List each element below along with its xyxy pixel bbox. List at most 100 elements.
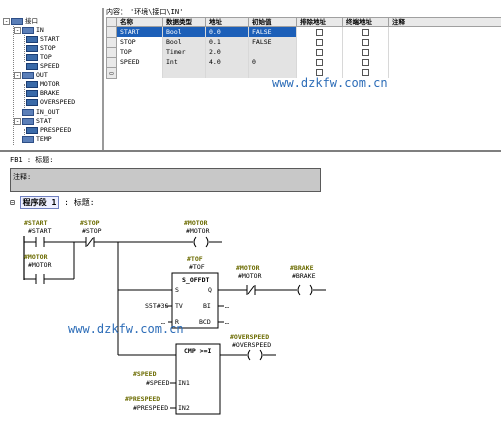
tof-name: #TOF xyxy=(189,263,205,271)
collapse-icon[interactable]: - xyxy=(14,117,21,125)
timer-title: S_OFFDT xyxy=(182,276,209,284)
stop-nc-contact[interactable] xyxy=(85,237,95,247)
motor-nc-contact[interactable] xyxy=(246,285,256,295)
exclude-address-checkbox[interactable] xyxy=(316,69,323,76)
tree-node-out[interactable]: -OUT xyxy=(14,71,48,79)
timer-bi-output[interactable]: … xyxy=(225,302,229,310)
tree-item-start[interactable]: START xyxy=(26,35,60,44)
table-cell[interactable]: 0 xyxy=(248,57,297,67)
col-header-name[interactable]: 名称 xyxy=(116,17,163,27)
motor-seal-contact[interactable] xyxy=(35,274,45,284)
table-cell[interactable] xyxy=(116,67,163,78)
table-cell[interactable]: 4.0 xyxy=(205,57,249,67)
table-cell[interactable]: TOP xyxy=(116,47,163,57)
tree-item-motor[interactable]: MOTOR xyxy=(26,80,60,89)
col-header-type[interactable]: 数据类型 xyxy=(162,17,206,27)
col-header-address[interactable]: 地址 xyxy=(205,17,249,27)
tree-item-top[interactable]: TOP xyxy=(26,53,52,62)
table-cell[interactable]: Timer xyxy=(162,47,206,57)
timer-bcd-output[interactable]: … xyxy=(225,318,229,326)
col-header-initial[interactable]: 初始值 xyxy=(248,17,297,27)
table-cell[interactable] xyxy=(248,47,297,57)
table-cell[interactable]: SPEED xyxy=(116,57,163,67)
table-cell[interactable]: FALSE xyxy=(248,26,297,37)
cmp-ge-int-block[interactable] xyxy=(175,343,221,415)
speed-address: #SPEED xyxy=(133,370,157,378)
folder-icon xyxy=(22,26,34,34)
col-header-terminal[interactable]: 终端地址 xyxy=(342,17,389,27)
terminal-address-checkbox[interactable] xyxy=(362,28,369,36)
table-cell[interactable]: STOP xyxy=(116,37,163,47)
content-path: 内容：'环境\接口\IN' xyxy=(106,8,184,16)
collapse-icon[interactable]: - xyxy=(3,17,10,25)
timer-preset-value[interactable]: S5T#3S xyxy=(145,302,169,310)
row-marker xyxy=(106,46,117,58)
tree-node-temp[interactable]: TEMP xyxy=(14,135,52,144)
block-title[interactable]: FB1 : 标题: xyxy=(10,156,54,164)
comment-cell[interactable] xyxy=(388,67,501,78)
comment-cell[interactable] xyxy=(388,47,501,57)
table-cell[interactable]: FALSE xyxy=(248,37,297,47)
timer-reset-input[interactable]: … xyxy=(161,318,165,326)
exclude-address-checkbox[interactable] xyxy=(316,28,323,36)
terminal-address-checkbox[interactable] xyxy=(362,58,369,66)
comment-cell[interactable] xyxy=(388,57,501,67)
tree-item-prespeed[interactable]: PRESPEED xyxy=(26,126,71,135)
prespeed-operand[interactable]: #PRESPEED xyxy=(133,404,168,412)
terminal-address-checkbox[interactable] xyxy=(362,48,369,56)
motor-coil-address: #MOTOR xyxy=(184,219,208,227)
table-cell[interactable]: START xyxy=(116,26,163,37)
brake-coil[interactable] xyxy=(297,284,313,296)
table-header-row: 名称 数据类型 地址 初始值 排除地址 终端地址 注释 xyxy=(106,17,501,27)
network-title[interactable]: ⊟ 程序段 1 : 标题: xyxy=(10,196,95,209)
table-cell[interactable]: Bool xyxy=(162,37,206,47)
table-cell[interactable]: 0.0 xyxy=(205,26,249,37)
block-comment[interactable]: 注释: xyxy=(10,168,321,192)
table-cell[interactable] xyxy=(248,67,297,78)
table-cell[interactable] xyxy=(162,67,206,78)
tree-item-speed[interactable]: SPEED xyxy=(26,62,60,71)
collapse-icon[interactable]: - xyxy=(14,71,21,79)
interface-tree: -接口 -IN START STOP TOP SPEED -OUT MOTOR … xyxy=(0,8,104,150)
svg-text:BI: BI xyxy=(203,302,211,310)
terminal-address-checkbox[interactable] xyxy=(362,69,369,76)
tree-item-stop[interactable]: STOP xyxy=(26,44,56,53)
table-cell[interactable]: Bool xyxy=(162,26,206,37)
speed-operand[interactable]: #SPEED xyxy=(146,379,170,387)
table-cell[interactable] xyxy=(205,67,249,78)
exclude-address-checkbox[interactable] xyxy=(316,38,323,46)
collapse-icon[interactable]: - xyxy=(14,26,21,34)
overspeed-coil[interactable] xyxy=(247,349,263,361)
table-cell[interactable]: Int xyxy=(162,57,206,67)
terminal-address-checkbox[interactable] xyxy=(362,38,369,46)
svg-text:Q: Q xyxy=(208,286,212,294)
tree-item-overspeed[interactable]: OVERSPEED xyxy=(26,98,75,107)
table-cell[interactable]: 0.1 xyxy=(205,37,249,47)
start-contact[interactable] xyxy=(35,237,45,247)
tree-node-in-out[interactable]: IN_OUT xyxy=(14,108,59,117)
table-cell[interactable]: 2.0 xyxy=(205,47,249,57)
s-offdt-timer-block[interactable] xyxy=(171,272,219,329)
row-marker xyxy=(106,56,117,68)
comment-cell[interactable] xyxy=(388,26,501,37)
table-row[interactable]: ▭ xyxy=(106,66,501,79)
tree-item-brake[interactable]: BRAKE xyxy=(26,89,60,98)
motor-coil[interactable] xyxy=(193,236,209,248)
comment-cell[interactable] xyxy=(388,37,501,47)
col-header-comment[interactable]: 注释 xyxy=(388,17,501,27)
variable-icon xyxy=(26,98,38,106)
folder-icon xyxy=(22,71,34,79)
ladder-diagram[interactable]: #START #START #STOP #STOP #MOTOR #MOTOR … xyxy=(0,208,501,428)
folder-icon xyxy=(22,108,34,116)
exclude-address-checkbox[interactable] xyxy=(316,58,323,66)
tree-node-stat[interactable]: -STAT xyxy=(14,117,52,125)
tree-node-in[interactable]: -IN xyxy=(14,26,44,34)
tree-node-interface[interactable]: -接口 xyxy=(3,17,38,25)
network-collapse-icon[interactable]: ⊟ xyxy=(10,198,15,207)
exclude-address-checkbox[interactable] xyxy=(316,48,323,56)
col-header-exclude[interactable]: 排除地址 xyxy=(296,17,343,27)
